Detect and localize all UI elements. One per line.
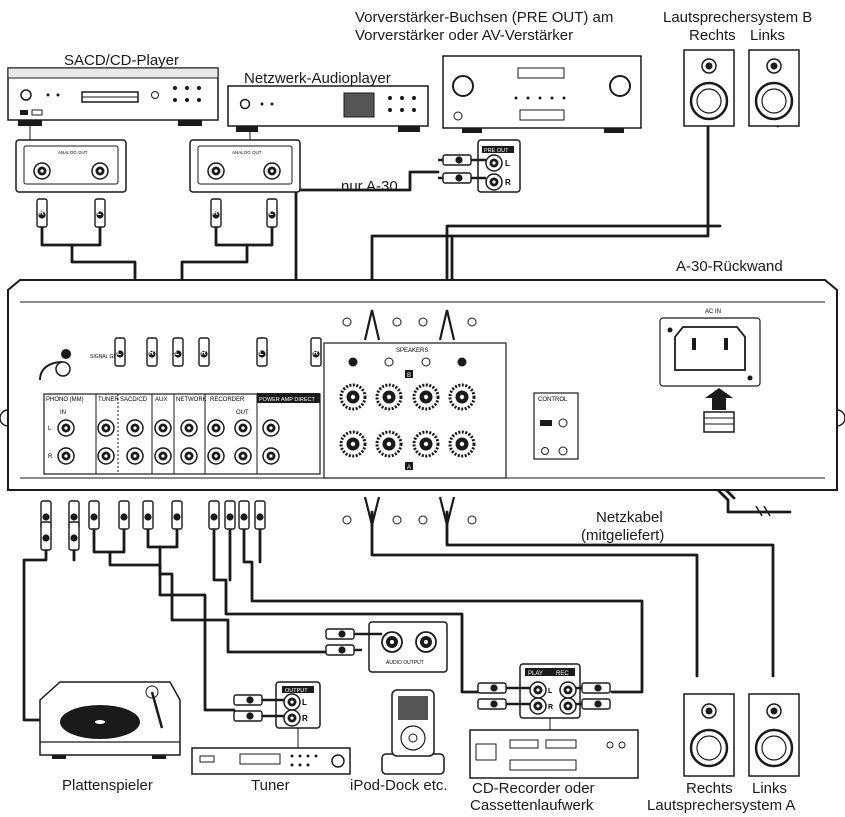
group-b-letter: B: [407, 373, 411, 379]
ipod-label: iPod-Dock etc.: [350, 777, 448, 794]
speaker-a-left: [748, 693, 800, 777]
network-player-device: ANALOG OUT: [189, 85, 429, 193]
plug-markings: R L R L L R L R L R: [39, 210, 318, 357]
speaker-b-right: [683, 49, 735, 127]
speaker-polarity-marks: [342, 317, 477, 525]
turntable-label: Plattenspieler: [62, 777, 153, 794]
speaker-wire-forks: [363, 309, 456, 526]
sacd-player-label: SACD/CD-Player: [64, 52, 180, 69]
recorder-label-line1: CD-Recorder oder: [472, 780, 595, 797]
rec-l-label: L: [548, 688, 553, 695]
sacd-analog-out-label: ANALOG OUT: [58, 150, 88, 155]
plug-mark: R: [213, 210, 218, 217]
ipod-dock-device: AUDIO OUTPUT: [368, 621, 448, 775]
plug-mark: L: [269, 210, 274, 217]
recorder-label-line2: Cassettenlaufwerk: [470, 797, 594, 814]
speaker-b-left-label: Links: [750, 27, 786, 44]
preout-r-label: R: [505, 178, 511, 187]
preout-l-label: L: [505, 159, 510, 168]
speaker-a-left-label: Links: [752, 780, 788, 797]
power-amp-direct-label: POWER AMP DIRECT: [259, 397, 315, 403]
rec-label: REC: [556, 671, 569, 677]
recorder-plugs: [477, 682, 611, 710]
tuner-r-label: R: [302, 714, 308, 723]
plug-mark: R: [39, 210, 44, 217]
network-player-label: Netzwerk-Audioplayer: [244, 70, 391, 87]
cables: [22, 118, 792, 722]
ac-in-label: AC IN: [705, 309, 721, 315]
tuner-label: TUNER: [98, 397, 119, 403]
ipod-audio-output-label: AUDIO OUTPUT: [386, 660, 424, 666]
speakers-label: SPEAKERS: [396, 348, 428, 354]
plug-mark: L: [97, 210, 102, 217]
preamp-label-line1: Vorverstärker-Buchsen (PRE OUT) am: [355, 9, 614, 26]
recorder-label: RECORDER: [210, 397, 245, 403]
only-a30-label: nur A-30: [341, 178, 398, 195]
power-cable-label-line2: (mitgeliefert): [581, 527, 665, 544]
sacd-cd-label: SACD/CD: [120, 397, 148, 403]
speaker-b-right-label: Rechts: [689, 27, 736, 44]
tuner-plugs: [233, 694, 284, 722]
preamp-label-line2: Vorverstärker oder AV-Verstärker: [355, 27, 574, 44]
turntable-device: [39, 681, 181, 759]
speaker-b-left: [748, 49, 800, 127]
rear-panel-label: A-30-Rückwand: [676, 258, 783, 275]
plug-mark: L: [117, 350, 122, 357]
turntable-plugs: [40, 521, 80, 551]
plug-mark: R: [201, 350, 206, 357]
ch-l-label: L: [48, 426, 52, 432]
phono-label: PHONO (MM): [46, 397, 84, 403]
group-a-letter: A: [407, 465, 411, 471]
network-label: NETWORK: [176, 397, 207, 403]
aux-label: AUX: [155, 397, 167, 403]
cd-recorder-device: PLAY REC L R: [469, 663, 639, 779]
control-label: CONTROL: [538, 397, 568, 403]
ipod-plugs: [325, 628, 382, 656]
speaker-a-right: [683, 693, 735, 777]
preout-plugs: [438, 154, 486, 184]
plug-mark: L: [175, 350, 180, 357]
av-receiver-device: PRE OUT L R: [442, 55, 642, 193]
plug-mark: L: [259, 350, 264, 357]
speaker-b-title: Lautsprechersystem B: [663, 9, 813, 26]
sacd-player-device: ANALOG OUT: [7, 67, 219, 193]
pre-out-label: PRE OUT: [484, 148, 509, 154]
plug-mark: R: [149, 350, 154, 357]
speaker-a-title: Lautsprechersystem A: [647, 797, 796, 814]
sacd-plugs: [36, 198, 106, 228]
tuner-output-label: OUTPUT: [285, 688, 308, 694]
tuner-device: OUTPUT L R: [191, 681, 351, 775]
rec-r-label: R: [548, 704, 553, 711]
plug-mark: R: [313, 350, 318, 357]
signal-gnd-label: SIGNAL GND: [90, 354, 121, 360]
ch-r-label: R: [48, 454, 53, 460]
power-cable-label-line1: Netzkabel: [596, 509, 663, 526]
group-b-marker: [405, 370, 413, 378]
amp-rear-panel: SIGNAL GND PHONO (MM) TUNER SACD/CD AUX …: [0, 279, 845, 530]
speaker-a-right-label: Rechts: [686, 780, 733, 797]
in-label: IN: [60, 410, 66, 416]
tuner-l-label: L: [302, 698, 307, 707]
play-label: PLAY: [528, 671, 543, 677]
tuner-label-caption: Tuner: [251, 777, 290, 794]
network-plugs: [210, 198, 278, 228]
network-analog-out-label: ANALOG OUT: [232, 150, 262, 155]
group-a-marker: [405, 462, 413, 470]
out-label: OUT: [236, 410, 249, 416]
